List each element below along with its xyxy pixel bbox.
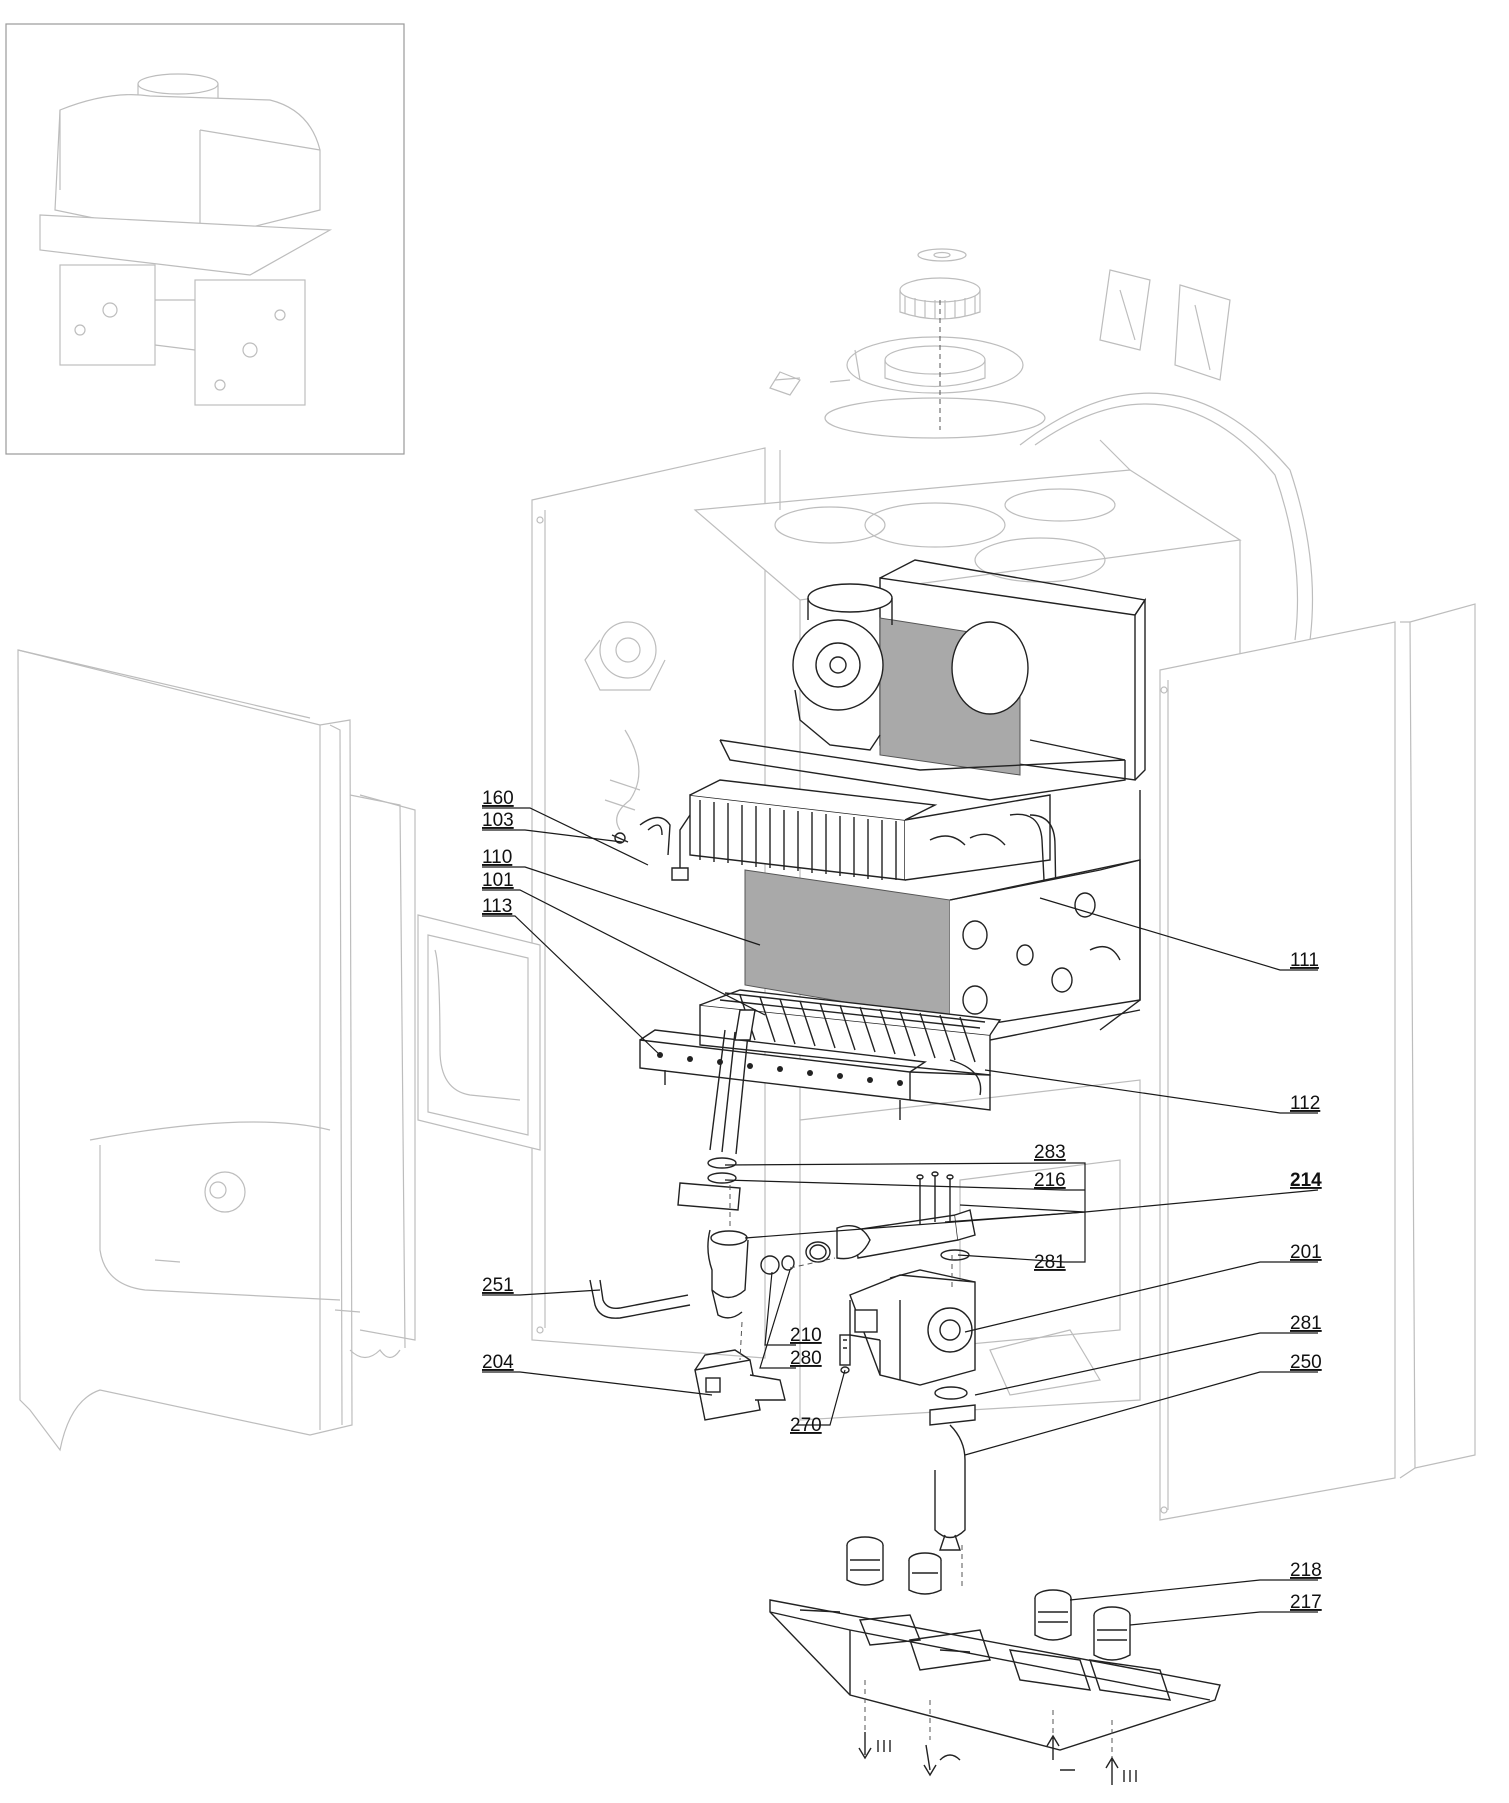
inner-frame — [417, 914, 541, 1151]
connector-217 — [1093, 1606, 1131, 1661]
label-281-upper: 281 — [1034, 1252, 1066, 1273]
label-250: 250 — [1290, 1352, 1322, 1373]
label-110: 110 — [482, 847, 512, 868]
fan-assembly — [719, 559, 1147, 801]
label-111: 111 — [1290, 950, 1319, 971]
label-218: 218 — [1290, 1560, 1322, 1581]
label-210: 210 — [790, 1325, 822, 1346]
ignition-unit — [694, 1349, 786, 1421]
label-103: 103 — [482, 810, 514, 831]
front-cover-door — [17, 649, 416, 1452]
label-270: 270 — [790, 1415, 822, 1436]
label-280: 280 — [790, 1348, 822, 1369]
label-113: 113 — [482, 896, 512, 917]
bottom-manifold-plate — [769, 1536, 1221, 1785]
boiler-chassis — [531, 269, 1314, 1421]
label-217: 217 — [1290, 1592, 1322, 1613]
gas-pipe-assembly — [677, 1157, 976, 1319]
pipe-251 — [589, 1279, 691, 1319]
label-204: 204 — [482, 1352, 514, 1373]
leader-lines — [482, 807, 1319, 1626]
label-201: 201 — [1290, 1242, 1322, 1263]
sensor-parts — [839, 1334, 851, 1374]
connector-left-2 — [908, 1552, 942, 1595]
assembly-axes — [729, 300, 963, 1590]
combustion-chamber — [744, 790, 1141, 1051]
heat-exchanger — [671, 779, 1057, 906]
flue-adaptor-stack — [769, 248, 1046, 439]
label-281-lower: 281 — [1290, 1313, 1322, 1334]
connector-218 — [1034, 1589, 1072, 1641]
label-160: 160 — [482, 788, 514, 809]
label-251: 251 — [482, 1275, 514, 1296]
label-283: 283 — [1034, 1142, 1066, 1163]
inset-thumbnail — [5, 23, 405, 455]
label-112: 112 — [1290, 1093, 1320, 1114]
label-101: 101 — [482, 870, 514, 891]
gas-valve — [849, 1269, 976, 1551]
label-216: 216 — [1034, 1170, 1066, 1191]
right-side-panel — [1159, 603, 1476, 1521]
burner — [639, 989, 1002, 1155]
connector-left-1 — [846, 1536, 884, 1586]
label-214: 214 — [1290, 1170, 1322, 1191]
part-labels: 160 103 110 101 113 111 112 283 216 214 … — [482, 788, 1322, 1613]
flow-pipe-103-160 — [611, 816, 671, 856]
